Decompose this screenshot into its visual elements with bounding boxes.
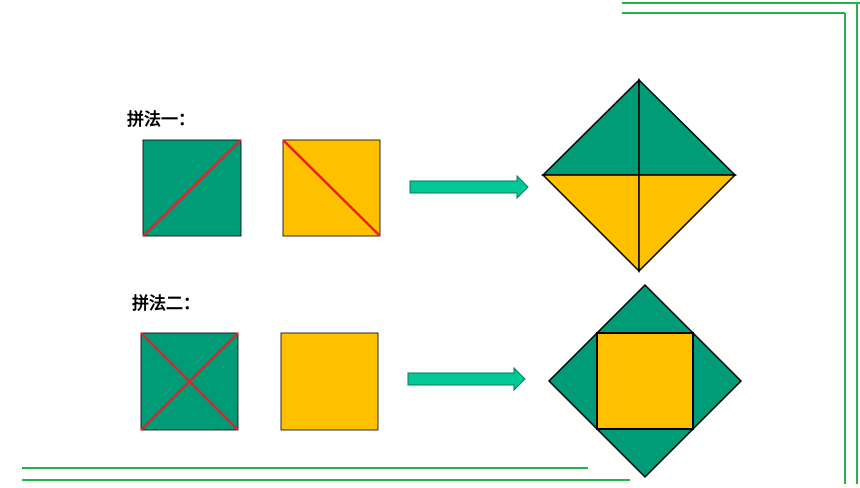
- method-1: [142, 78, 737, 273]
- method-1-arrow: [409, 174, 529, 200]
- method-2-yellow-square: [280, 332, 379, 431]
- method-2: [140, 283, 743, 479]
- method-1-label: 拼法一：: [127, 110, 195, 130]
- result-1-yellow-bottom-left: [541, 174, 640, 273]
- frame-lines: [22, 2, 860, 484]
- method-2-label: 拼法二：: [132, 294, 200, 314]
- method-1-result-diamond: [541, 78, 737, 273]
- result-2-yellow-center-square: [596, 332, 694, 430]
- result-2-green-triangle-right: [692, 331, 743, 431]
- method-1-green-cut-line: [142, 139, 242, 237]
- result-2-green-triangle-top: [595, 283, 695, 334]
- result-1-green-top-right: [638, 78, 737, 176]
- method-1-yellow-cut-line: [282, 139, 381, 237]
- method-2-arrow: [407, 366, 526, 392]
- result-2-green-triangle-bottom: [595, 428, 695, 479]
- method-2-green-cut-line-b: [140, 332, 239, 431]
- result-1-yellow-bottom-right: [638, 174, 737, 273]
- method-2-result-diamond: [547, 283, 743, 479]
- result-2-green-triangle-left: [547, 331, 598, 431]
- result-1-green-top-left: [541, 78, 640, 176]
